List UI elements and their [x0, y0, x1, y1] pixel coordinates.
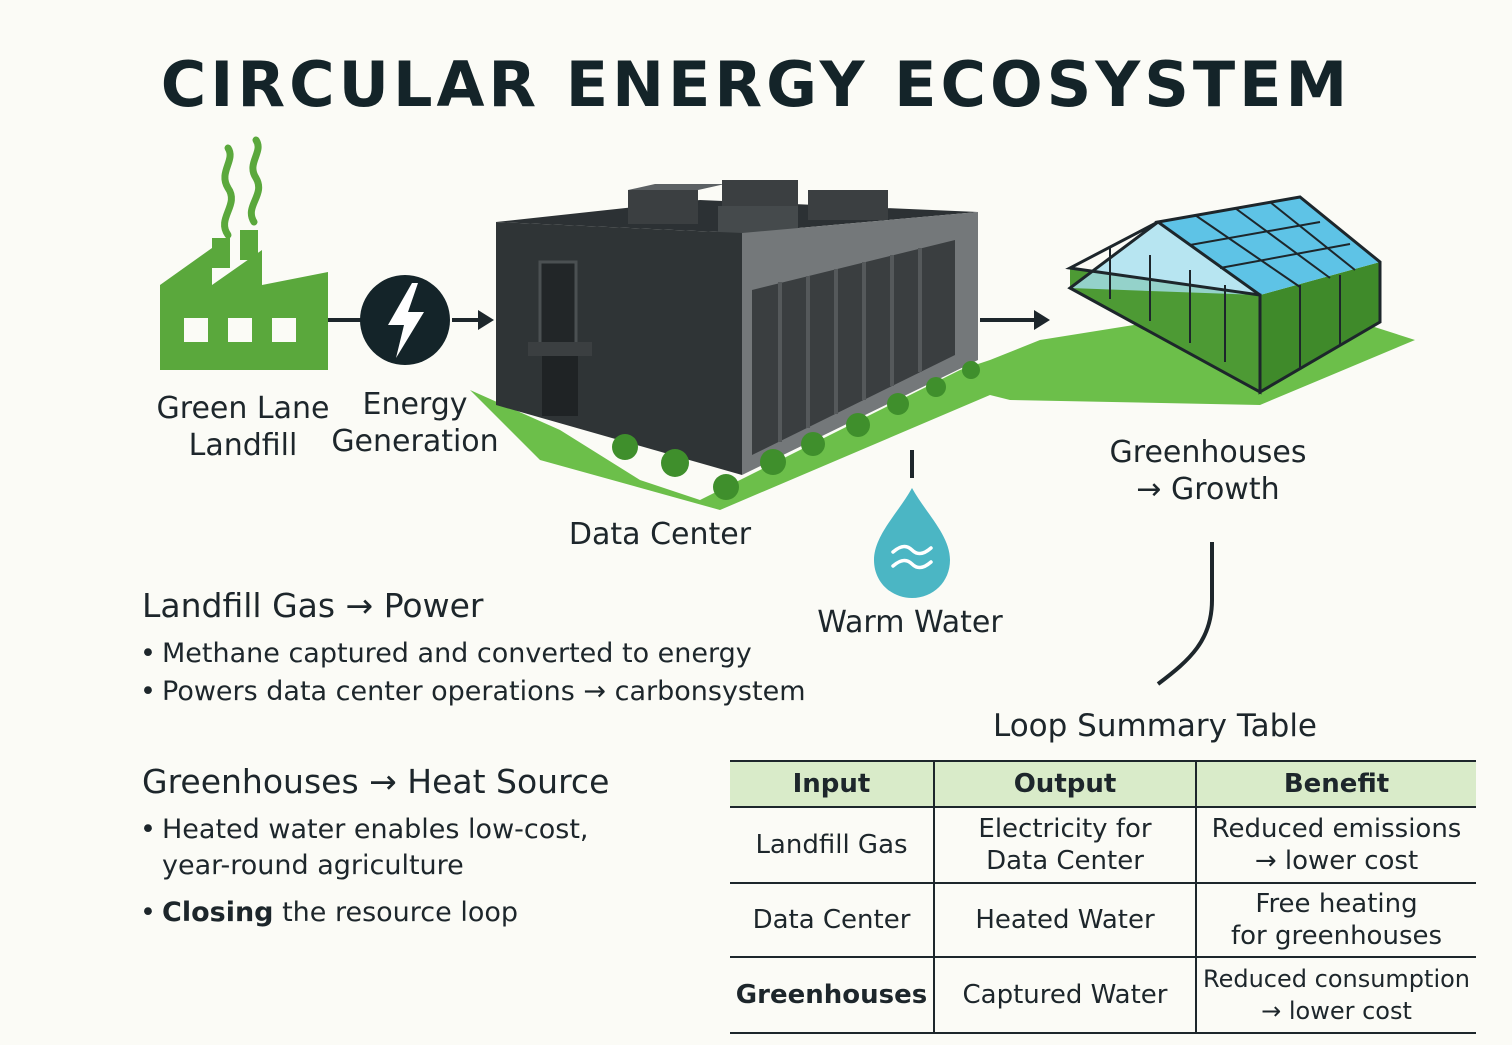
table-cell: Reduced consumption→ lower cost [1195, 957, 1476, 1034]
arrow-datacenter-greenhouse [980, 310, 1050, 330]
section-title-landfill-gas: Landfill Gas → Power [142, 586, 484, 625]
lightning-bolt-icon [360, 275, 450, 365]
bushes [612, 361, 980, 500]
header-output: Output [933, 760, 1196, 808]
water-drop-icon [874, 450, 950, 598]
table-cell: Heated Water [933, 883, 1196, 958]
table-title: Loop Summary Table [992, 708, 1318, 744]
data-center-building [496, 180, 978, 475]
bullet-dot: • [140, 676, 156, 707]
table-cell: Landfill Gas [730, 807, 934, 884]
greenhouse-building [1065, 195, 1382, 395]
table-header-row: Input Output Benefit [730, 760, 1476, 808]
ground-strip [470, 300, 1415, 510]
table-cell: Data Center [730, 883, 934, 958]
section-title-greenhouses: Greenhouses → Heat Source [142, 762, 610, 801]
table-cell: Captured Water [933, 957, 1196, 1034]
table-cell: Reduced emissions→ lower cost [1195, 807, 1476, 884]
bullet-dot: • [140, 814, 156, 845]
data-center-label: Data Center [568, 517, 752, 552]
factory-icon [160, 136, 328, 370]
bullet-dot: • [140, 638, 156, 669]
arrow-energy-datacenter [452, 310, 494, 330]
table-cell: Greenhouses [730, 957, 934, 1034]
warm-water-label: Warm Water [817, 605, 1003, 640]
table-row: Greenhouses Captured Water Reduced consu… [730, 957, 1476, 1034]
connector-line [1156, 542, 1214, 686]
header-benefit: Benefit [1195, 760, 1476, 808]
bullet-dot: • [140, 897, 156, 928]
header-input: Input [730, 760, 934, 808]
summary-table: Input Output Benefit Landfill Gas Electr… [730, 760, 1476, 1034]
page-title: CIRCULAR ENERGY ECOSYSTEM [160, 48, 1352, 121]
greenhouses-label: Greenhouses→ Growth [1109, 435, 1307, 507]
